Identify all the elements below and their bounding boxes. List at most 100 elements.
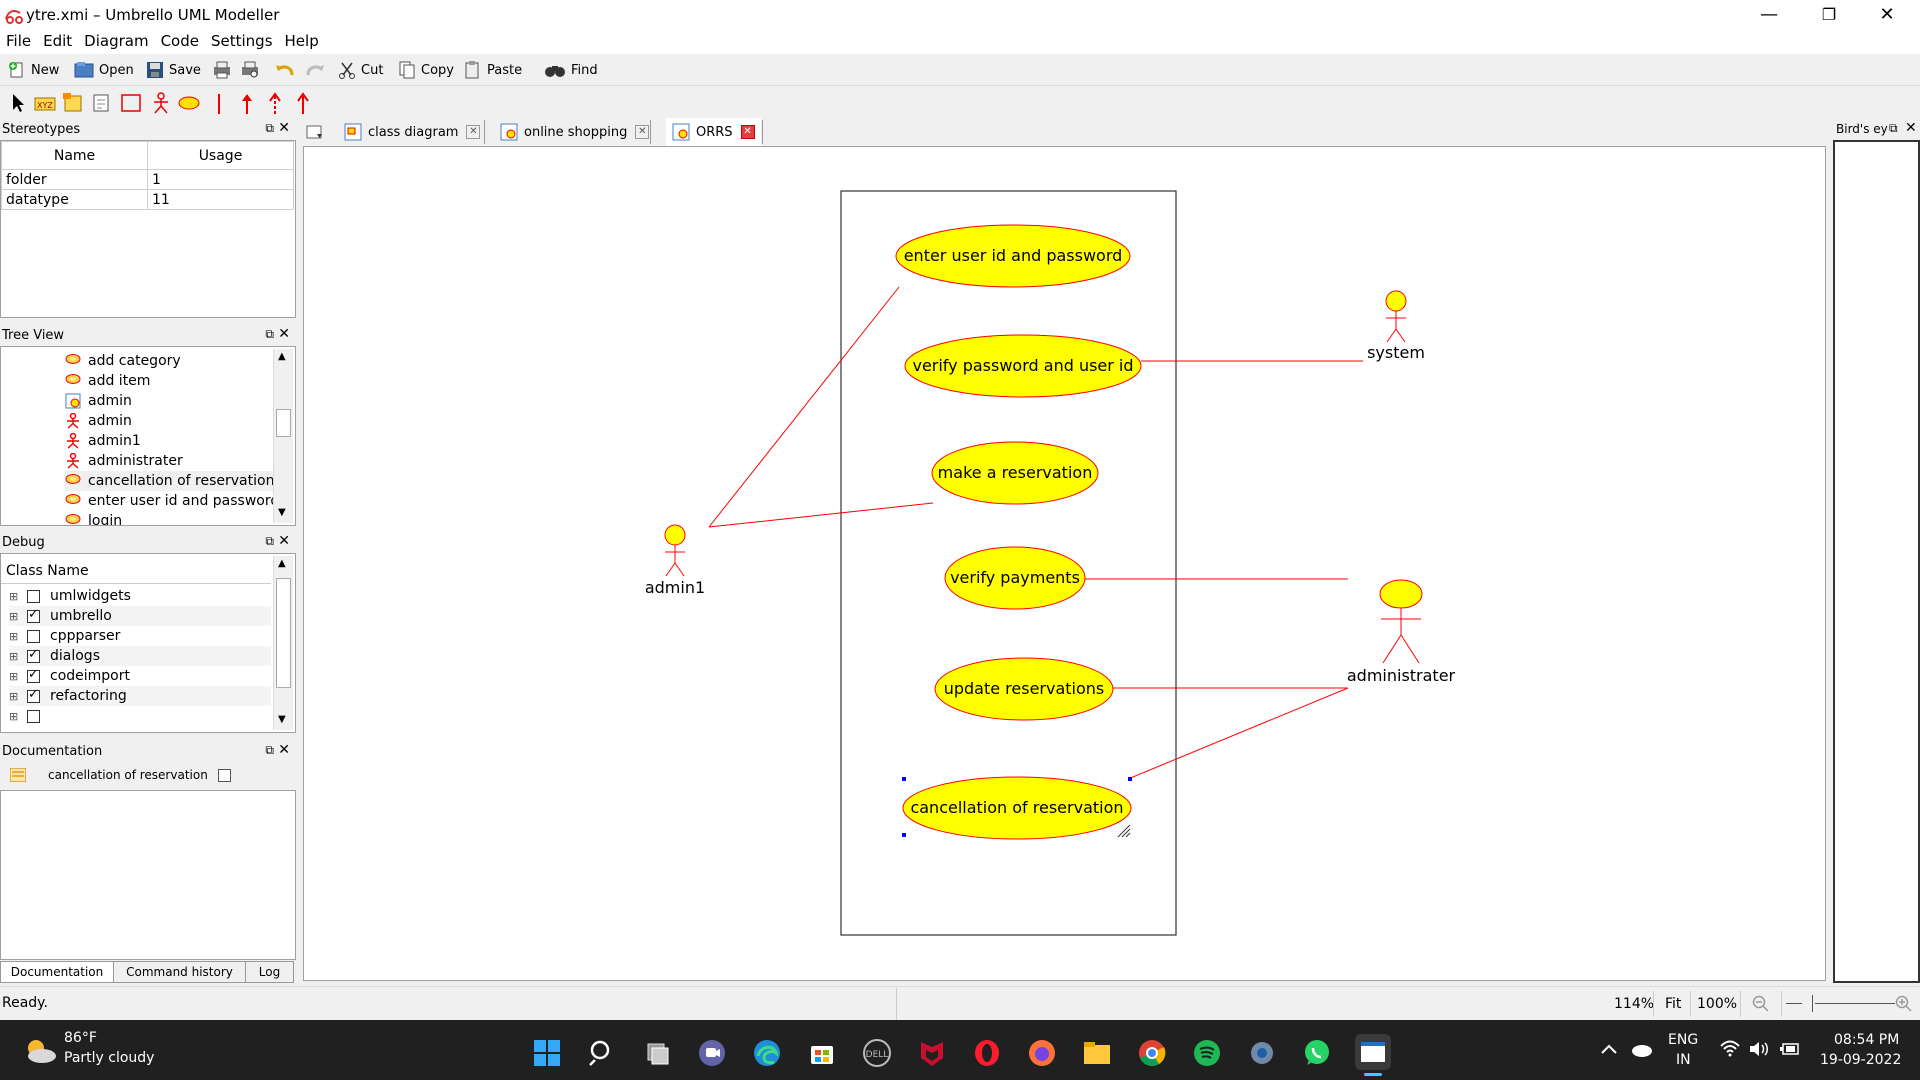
spotify-button[interactable] — [1192, 1038, 1222, 1068]
actor-tool-icon[interactable] — [150, 92, 172, 114]
expand-icon[interactable]: ⊞ — [9, 689, 19, 703]
tab-orrs[interactable]: ORRS ✕ — [666, 118, 761, 146]
table-row[interactable]: datatype 11 — [1, 189, 294, 210]
close-dock-icon[interactable]: ✕ — [278, 120, 290, 136]
debug-class-row[interactable]: ⊞ — [9, 706, 271, 726]
debug-class-row[interactable]: ⊞cppparser — [9, 626, 271, 646]
chrome-button[interactable] — [1137, 1038, 1167, 1068]
tree-item[interactable]: admin1 — [65, 431, 141, 451]
table-row[interactable]: folder 1 — [1, 169, 294, 190]
tree-item[interactable]: cancellation of reservation — [65, 471, 275, 491]
float-icon[interactable]: ⧉ — [265, 534, 274, 548]
mcafee-button[interactable] — [917, 1038, 947, 1068]
system-boundary[interactable] — [840, 190, 1177, 936]
diagram-canvas[interactable]: enter user id and password verify passwo… — [303, 146, 1826, 981]
tab-command-history[interactable]: Command history — [114, 961, 246, 983]
dell-button[interactable]: DELL — [862, 1038, 892, 1068]
actor-admin1[interactable]: admin1 — [645, 524, 705, 597]
actor-system[interactable]: system — [1367, 290, 1425, 362]
tree-item[interactable]: administrater — [65, 451, 183, 471]
tab-online-shopping[interactable]: online shopping ✕ — [500, 118, 650, 146]
expand-icon[interactable]: ⊞ — [9, 649, 19, 663]
tree-item[interactable]: login — [65, 511, 122, 525]
zoom-in-icon[interactable] — [1895, 995, 1913, 1013]
umbrello-taskbar-button[interactable] — [1355, 1034, 1391, 1070]
settings-taskbar-button[interactable] — [1247, 1038, 1277, 1068]
documentation-textarea[interactable] — [0, 790, 296, 960]
actor-administrater[interactable]: administrater — [1347, 579, 1456, 685]
tree-item[interactable]: add item — [65, 371, 150, 391]
expand-icon[interactable]: ⊞ — [9, 669, 19, 683]
copy-button[interactable]: Copy — [398, 58, 454, 82]
tray-chevron-up-icon[interactable] — [1600, 1042, 1618, 1056]
tab-close-icon[interactable]: ✕ — [466, 125, 481, 139]
opera-button[interactable] — [972, 1038, 1002, 1068]
tree-item[interactable]: add category — [65, 351, 181, 371]
text-line-icon[interactable]: XYZ — [34, 92, 56, 114]
usecase-enter-user-id[interactable]: enter user id and password — [895, 224, 1131, 288]
battery-icon[interactable] — [1778, 1040, 1800, 1058]
onedrive-cloud-icon[interactable] — [1630, 1040, 1654, 1058]
clock-date[interactable]: 19-09-2022 — [1820, 1052, 1902, 1068]
usecase-update-reservations[interactable]: update reservations — [934, 657, 1114, 721]
usecase-verify-payments[interactable]: verify payments — [944, 546, 1086, 610]
float-icon[interactable]: ⧉ — [265, 121, 274, 135]
tab-documentation[interactable]: Documentation — [0, 961, 114, 983]
close-dock-icon[interactable]: ✕ — [278, 326, 290, 342]
scroll-down-icon[interactable]: ▼ — [278, 507, 286, 518]
tree-scrollbar[interactable]: ▲ ▼ — [273, 349, 293, 523]
print-preview-button[interactable] — [240, 58, 265, 82]
tree-item[interactable]: admin — [65, 391, 132, 411]
scroll-up-icon[interactable]: ▲ — [278, 351, 286, 362]
selection-handle[interactable] — [902, 833, 906, 837]
anchor-note-icon[interactable] — [90, 92, 112, 114]
whatsapp-button[interactable] — [1302, 1038, 1332, 1068]
print-button[interactable] — [212, 58, 237, 82]
search-taskbar-button[interactable] — [587, 1038, 617, 1068]
zoom-fit-button[interactable]: Fit — [1665, 996, 1682, 1012]
association-icon[interactable] — [208, 92, 230, 114]
debug-checkbox[interactable] — [27, 709, 40, 723]
find-button[interactable]: Find — [544, 58, 598, 82]
menu-diagram[interactable]: Diagram — [84, 32, 149, 50]
zoom-slider-handle[interactable] — [1812, 995, 1813, 1012]
open-button[interactable]: Open — [74, 58, 134, 82]
teams-chat-button[interactable] — [697, 1038, 727, 1068]
resize-grip-icon[interactable] — [1117, 824, 1131, 838]
usecase-make-reservation[interactable]: make a reservation — [931, 441, 1099, 505]
float-icon[interactable]: ⧉ — [265, 743, 274, 757]
save-button[interactable]: Save — [146, 58, 201, 82]
input-language[interactable]: ENG — [1668, 1032, 1699, 1048]
expand-icon[interactable]: ⊞ — [9, 629, 19, 643]
debug-checkbox[interactable] — [27, 607, 40, 623]
col-usage[interactable]: Usage — [147, 141, 294, 170]
close-dock-icon[interactable]: ✕ — [1905, 120, 1917, 136]
tab-close-icon[interactable]: ✕ — [635, 125, 650, 139]
debug-class-row[interactable]: ⊞refactoring — [9, 686, 271, 706]
float-icon[interactable]: ⧉ — [1889, 121, 1898, 135]
clock-time[interactable]: 08:54 PM — [1834, 1032, 1900, 1048]
debug-column-header[interactable]: Class Name — [1, 556, 271, 584]
uni-association-icon[interactable] — [292, 92, 314, 114]
close-button[interactable]: ✕ — [1879, 4, 1895, 25]
debug-checkbox[interactable] — [27, 687, 40, 703]
scroll-up-icon[interactable]: ▲ — [278, 558, 286, 569]
association-line[interactable] — [1127, 687, 1349, 780]
col-name[interactable]: Name — [1, 141, 148, 170]
scroll-thumb[interactable] — [276, 578, 291, 688]
zoom-slider-track[interactable] — [1815, 1003, 1895, 1004]
association-line[interactable] — [708, 502, 934, 528]
debug-class-row[interactable]: ⊞umbrello — [9, 606, 271, 626]
input-region[interactable]: IN — [1676, 1052, 1691, 1068]
debug-checkbox[interactable] — [27, 667, 40, 683]
minimize-button[interactable]: — — [1760, 4, 1778, 25]
scroll-thumb[interactable] — [276, 409, 291, 437]
tab-class-diagram[interactable]: class diagram ✕ — [344, 118, 481, 146]
close-dock-icon[interactable]: ✕ — [278, 533, 290, 549]
association-line[interactable] — [708, 286, 900, 528]
tree-item[interactable]: enter user id and password — [65, 491, 279, 511]
expand-icon[interactable]: ⊞ — [9, 589, 19, 603]
menu-settings[interactable]: Settings — [210, 32, 273, 50]
dependency-icon[interactable] — [264, 92, 286, 114]
task-view-button[interactable] — [643, 1038, 673, 1068]
